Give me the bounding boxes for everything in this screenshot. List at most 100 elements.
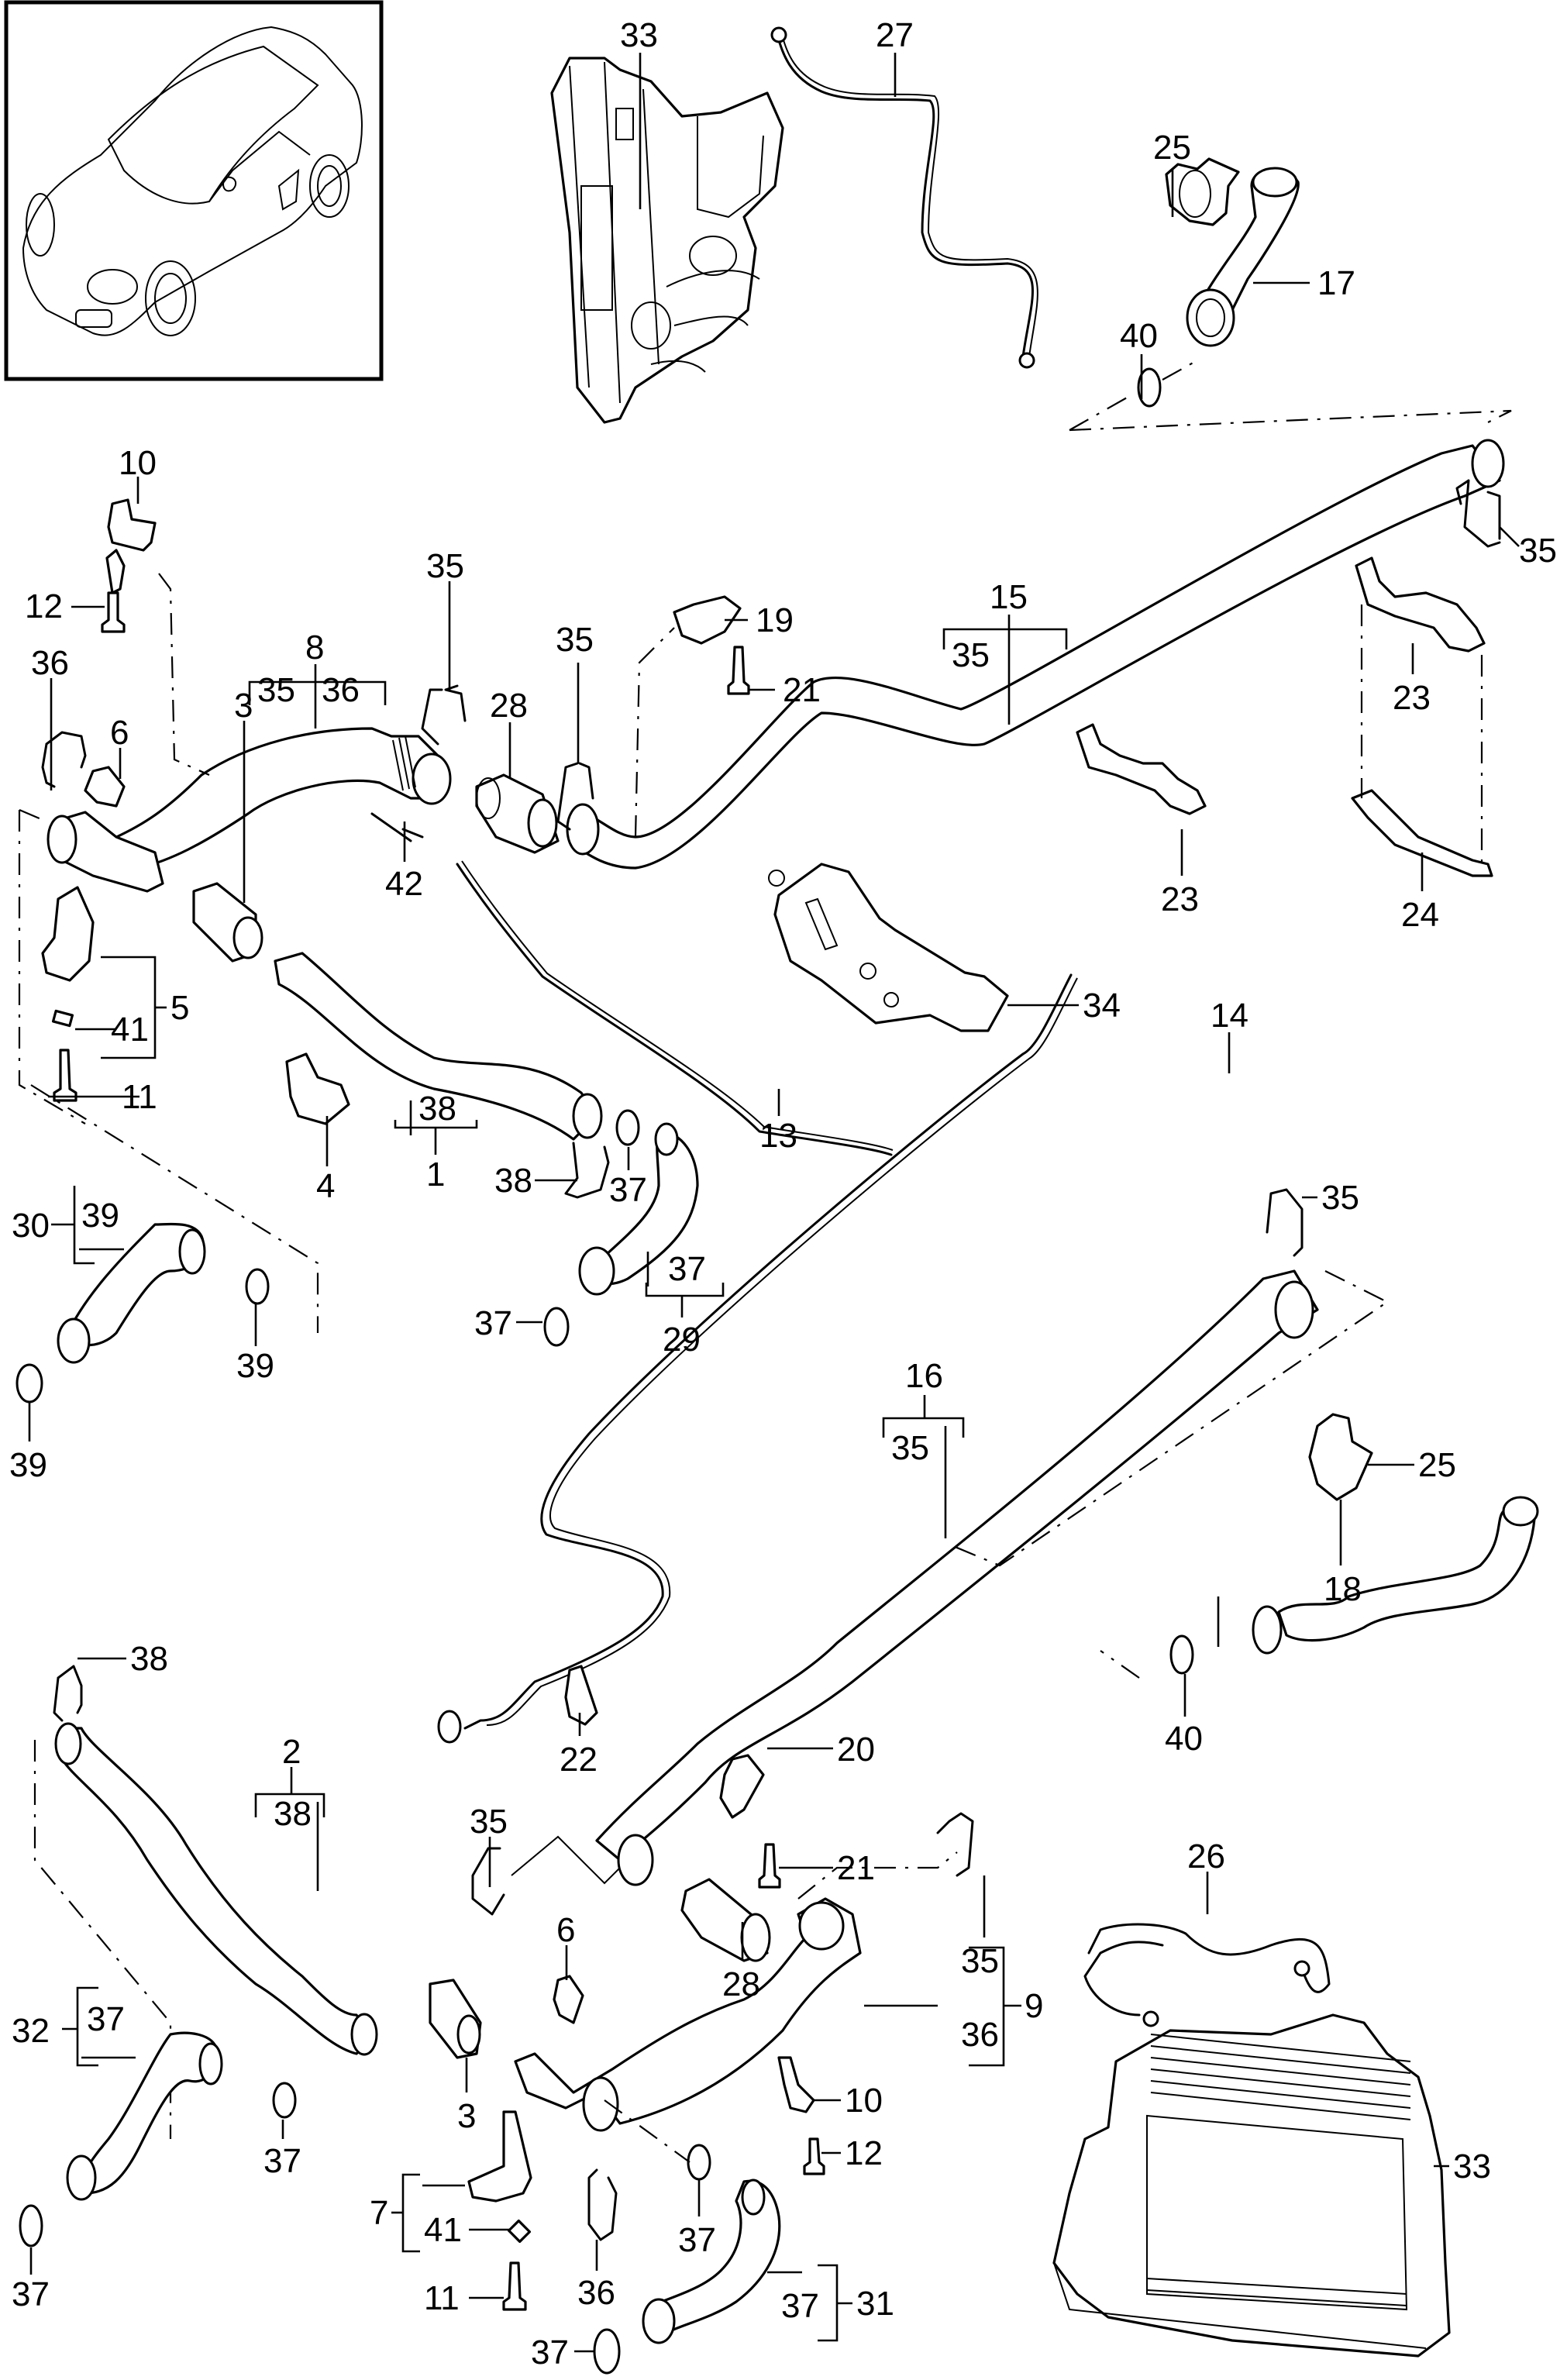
connecting-piece-28-top <box>475 773 560 854</box>
pipe-16-end-ring <box>617 1834 654 1886</box>
callout-35-e: 35 <box>470 1803 508 1841</box>
clip-nut-41-top <box>51 1009 74 1028</box>
coolant-hose-8 <box>99 727 452 870</box>
callout-38-a: 38 <box>494 1162 532 1200</box>
callout-24: 24 <box>1401 896 1439 934</box>
bracket-5 <box>41 886 95 982</box>
assembly-line-10-top <box>158 573 210 777</box>
screw-12-bottom <box>803 2137 825 2175</box>
coolant-hose-31 <box>642 2179 781 2344</box>
callout-22: 22 <box>560 1741 598 1779</box>
callout-12-bottom: 12 <box>845 2134 883 2172</box>
coolant-hose-9 <box>514 1897 862 2132</box>
callout-41-bottom: 41 <box>424 2211 462 2249</box>
o-ring-40-bottom <box>1169 1634 1194 1675</box>
connector-sleeve-3-top <box>192 882 263 963</box>
retaining-clip-38-b <box>53 1665 83 1722</box>
callout-21-bottom: 21 <box>837 1849 875 1887</box>
o-ring-37-b <box>543 1307 570 1347</box>
coolant-pipe-2 <box>54 1722 378 2056</box>
callout-3-top: 3 <box>234 687 253 725</box>
o-ring-39-a <box>245 1268 270 1305</box>
assembly-line-18 <box>1100 1650 1140 1679</box>
retaining-clip-35-d <box>1266 1188 1304 1257</box>
callout-34: 34 <box>1083 987 1121 1025</box>
callout-8-35: 35 <box>257 671 295 709</box>
callout-29: 29 <box>663 1321 701 1359</box>
callout-18: 18 <box>1324 1570 1362 1608</box>
coolant-hose-17 <box>1186 167 1300 347</box>
callout-6-top: 6 <box>110 714 129 752</box>
o-ring-37-d <box>19 2204 43 2247</box>
screw-11-top <box>53 1049 77 1102</box>
callout-30: 30 <box>12 1207 50 1245</box>
callout-7: 7 <box>370 2194 388 2232</box>
callout-36-b: 36 <box>577 2274 615 2312</box>
callout-37-b: 37 <box>474 1304 512 1342</box>
callout-32-37: 37 <box>87 2000 125 2038</box>
coolant-hose-32 <box>66 2031 223 2201</box>
screw-21-bottom <box>758 1843 781 1889</box>
callout-6-bottom: 6 <box>556 1911 575 1949</box>
callout-41-top: 41 <box>111 1011 149 1049</box>
callout-8: 8 <box>305 629 324 666</box>
callout-33-bottom: 33 <box>1453 2148 1491 2185</box>
callout-14: 14 <box>1211 997 1248 1035</box>
callout-1: 1 <box>426 1156 445 1193</box>
assembly-line-top-right <box>1069 360 1512 432</box>
callout-37-e: 37 <box>678 2221 716 2259</box>
retaining-clip-38-a <box>564 1142 610 1199</box>
connector-sleeve-3-bottom <box>429 1979 482 2059</box>
callout-25-top: 25 <box>1153 129 1191 167</box>
callout-30-39: 39 <box>81 1197 119 1235</box>
stud-42 <box>370 812 424 842</box>
car-overview-thumbnail <box>4 0 384 381</box>
assembly-line-30 <box>30 1084 319 1333</box>
callout-38-b: 38 <box>130 1640 168 1678</box>
o-ring-37-e <box>687 2144 711 2181</box>
o-ring-37-a <box>615 1109 640 1146</box>
holder-6-top <box>84 766 126 808</box>
callout-40-bottom: 40 <box>1165 1720 1203 1758</box>
radiator-module-top <box>550 57 784 424</box>
retaining-clip-36-a <box>41 731 87 788</box>
holder-20 <box>719 1754 765 1819</box>
callout-35-a: 35 <box>426 547 464 585</box>
callout-3-bottom: 3 <box>457 2097 476 2135</box>
pipe-holder-23-a <box>1076 723 1207 815</box>
coolant-hose-29 <box>578 1122 699 1296</box>
retaining-clip-36-b <box>587 2168 618 2241</box>
holder-6-bottom <box>553 1975 584 2024</box>
retaining-clip-35-e <box>471 1847 505 1916</box>
line-14 <box>437 973 1078 1744</box>
assembly-line-24 <box>1360 604 1483 872</box>
callout-5: 5 <box>170 989 189 1027</box>
callout-21-top: 21 <box>783 671 821 709</box>
pipe-holder-23-b <box>1355 556 1486 653</box>
callout-31-37: 37 <box>781 2287 819 2325</box>
callout-40-top: 40 <box>1120 317 1158 355</box>
vent-line-27 <box>770 26 1038 369</box>
vent-line-26 <box>1083 1923 1331 2027</box>
line-13 <box>456 860 894 1156</box>
callout-9-36: 36 <box>961 2016 999 2054</box>
assembly-line-left-group <box>18 808 86 1125</box>
coolant-hose-30 <box>57 1222 206 1364</box>
retaining-clip-35-a <box>421 684 467 746</box>
callout-16: 16 <box>905 1357 943 1395</box>
callout-35-d: 35 <box>1321 1179 1359 1217</box>
callout-19: 19 <box>756 601 794 639</box>
callout-20: 20 <box>837 1731 875 1769</box>
clip-nut-41-bottom <box>507 2219 532 2244</box>
callout-12-top: 12 <box>25 587 63 625</box>
callout-35-f: 35 <box>961 1942 999 1980</box>
callout-17: 17 <box>1317 264 1355 302</box>
radiator-module-bottom <box>1052 2013 1451 2358</box>
callout-37-d: 37 <box>12 2275 50 2313</box>
callout-35-b: 35 <box>556 621 594 659</box>
callout-27: 27 <box>876 16 914 54</box>
callout-11-top: 11 <box>122 1078 157 1116</box>
callout-36-a: 36 <box>31 644 69 682</box>
holder-10-bottom <box>777 2056 815 2113</box>
